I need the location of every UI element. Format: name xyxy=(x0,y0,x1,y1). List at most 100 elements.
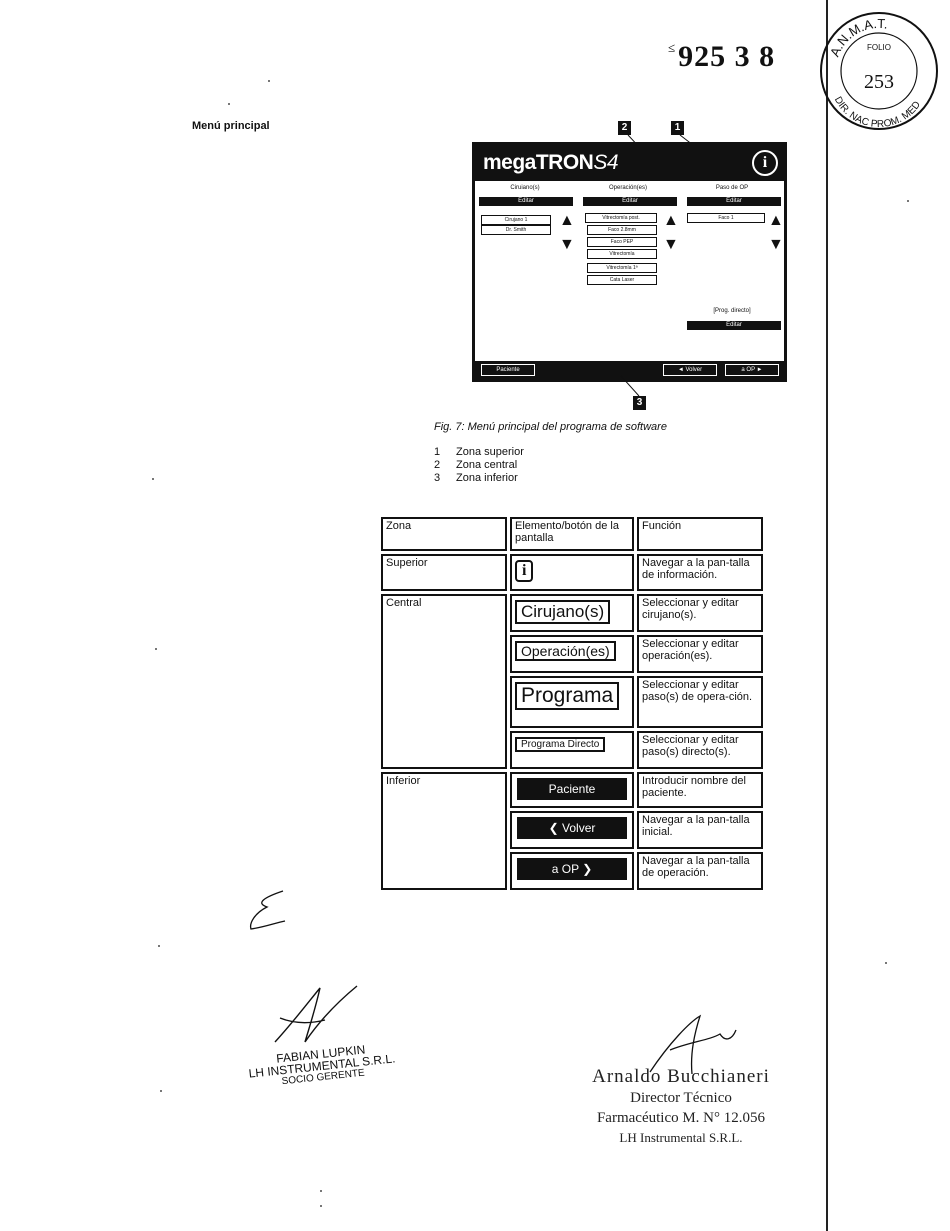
element-info-cell: i xyxy=(510,554,634,591)
back-button-sample: ❮ Volver xyxy=(517,817,627,839)
seal-folio-value: 253 xyxy=(864,71,894,93)
element-cell: ❮ Volver xyxy=(510,811,634,849)
table-row: a OP ❯ Navegar a la pan-talla de operaci… xyxy=(381,852,763,890)
scan-speck xyxy=(155,648,157,650)
callout-2: 2 xyxy=(618,121,631,135)
scan-speck xyxy=(152,478,154,480)
edit-surgeon-bar[interactable]: Editar xyxy=(479,197,573,206)
operation-item[interactable]: Faco PEP xyxy=(587,237,657,247)
svg-text:A.N.M.A.T.: A.N.M.A.T. xyxy=(827,16,889,59)
edit-step-bar[interactable]: Editar xyxy=(687,197,781,206)
screen-top-zone: megaTRONS4 i xyxy=(475,145,784,181)
column-header-step: Paso de OP xyxy=(715,185,749,191)
figure-caption: Fig. 7: Menú principal del programa de s… xyxy=(434,421,667,433)
program-button-sample: Programa xyxy=(515,682,620,710)
header-zone: Zona xyxy=(381,517,507,551)
table-row: Central Cirujano(s) Seleccionar y editar… xyxy=(381,594,763,769)
zone-superior: Superior xyxy=(381,554,507,591)
operation-item[interactable]: Vitrectomía post. xyxy=(585,213,657,223)
surgeon-item[interactable]: Cirujano 1 xyxy=(481,215,551,225)
function-cell: Introducir nombre del paciente. xyxy=(637,772,763,808)
signatory-license: Farmacéutico M. N° 12.056 xyxy=(596,1110,766,1126)
element-cell: Operación(es) xyxy=(510,635,634,673)
function-cell: Navegar a la pan-talla de operación. xyxy=(637,852,763,890)
seal-bottom-text: DIR. NAC PROM. MED xyxy=(832,95,923,130)
scroll-up-icon[interactable]: ▲ xyxy=(559,212,575,229)
signature-left-scribble xyxy=(274,985,358,1043)
table-row: ❮ Volver Navegar a la pan-talla inicial. xyxy=(381,811,763,849)
signatory-company: LH Instrumental S.R.L. xyxy=(619,1130,743,1145)
scroll-down-icon[interactable]: ▼ xyxy=(559,236,575,253)
operation-item[interactable]: Cata Laser xyxy=(587,275,657,285)
column-header-surgeon: Ciruiano(s) xyxy=(510,185,540,191)
operation-item[interactable]: Vitrectomía 1ª xyxy=(587,263,657,273)
callout-1: 1 xyxy=(671,121,684,135)
function-cell: Seleccionar y editar cirujano(s). xyxy=(637,594,763,632)
table-row: Programa Seleccionar y editar paso(s) de… xyxy=(381,676,763,728)
element-cell: a OP ❯ xyxy=(510,852,634,890)
patient-button[interactable]: Paciente xyxy=(481,364,535,376)
to-op-button[interactable]: a OP ► xyxy=(725,364,779,376)
header-function: Función xyxy=(637,517,763,551)
function-cell: Navegar a la pan-talla inicial. xyxy=(637,811,763,849)
scan-speck xyxy=(907,200,909,202)
signatory-title: Director Técnico xyxy=(630,1090,732,1106)
scan-speck xyxy=(320,1190,322,1192)
anmat-folio-seal: A.N.M.A.T. FOLIO 253 DIR. NAC PROM. MED xyxy=(820,12,938,130)
header-element: Elemento/botón de la pantalla xyxy=(510,517,634,551)
direct-program-header: [Prog. directo] xyxy=(713,308,751,314)
edit-direct-program-bar[interactable]: Editar xyxy=(687,321,781,330)
folio-number: ≤925 3 8 xyxy=(668,40,776,73)
svg-text:DIR. NAC PROM. MED: DIR. NAC PROM. MED xyxy=(832,95,923,130)
scan-speck xyxy=(885,962,887,964)
table-row: Operación(es) Seleccionar y editar opera… xyxy=(381,635,763,673)
seal-arc-text: A.N.M.A.T. xyxy=(827,16,889,59)
signature-left-block: FABIAN LUPKIN LH INSTRUMENTAL S.R.L. SOC… xyxy=(231,1039,414,1094)
software-screen-figure: megaTRONS4 i Ciruiano(s) Operación(es) P… xyxy=(472,142,787,382)
table-row: Programa Directo Seleccionar y editar pa… xyxy=(381,731,763,769)
function-cell: Seleccionar y editar paso(s) de opera-ci… xyxy=(637,676,763,728)
scroll-down-icon[interactable]: ▼ xyxy=(768,236,784,253)
scan-speck xyxy=(160,1090,162,1092)
operation-button-sample: Operación(es) xyxy=(515,641,616,661)
element-cell: Cirujano(s) xyxy=(510,594,634,632)
signature-right-block: Arnaldo Bucchianeri Director Técnico Far… xyxy=(565,1066,797,1148)
element-cell: Programa xyxy=(510,676,634,728)
surgeon-item[interactable]: Dr. Smith xyxy=(481,225,551,235)
callout-leader-line-3 xyxy=(620,375,640,397)
back-button[interactable]: ◄ Volver xyxy=(663,364,717,376)
scroll-up-icon[interactable]: ▲ xyxy=(663,212,679,229)
scan-speck xyxy=(158,945,160,947)
callout-3: 3 xyxy=(633,396,646,410)
folio-number-text: 925 3 8 xyxy=(678,40,776,73)
edit-operation-bar[interactable]: Editar xyxy=(583,197,677,206)
to-op-button-sample: a OP ❯ xyxy=(517,858,627,880)
table-row: Inferior Paciente Introducir nombre del … xyxy=(381,772,763,890)
handwritten-initial-mark xyxy=(249,890,286,930)
screen-bottom-zone: Paciente ◄ Volver a OP ► xyxy=(475,361,784,379)
function-cell: Seleccionar y editar operación(es). xyxy=(637,635,763,673)
step-item[interactable]: Faco 1 xyxy=(687,213,765,223)
operation-item[interactable]: Faco 2.8mm xyxy=(587,225,657,235)
scroll-up-icon[interactable]: ▲ xyxy=(768,212,784,229)
scan-speck xyxy=(228,103,230,105)
scroll-down-icon[interactable]: ▼ xyxy=(663,236,679,253)
direct-program-button-sample: Programa Directo xyxy=(515,737,606,752)
megatron-logo: megaTRONS4 xyxy=(483,151,619,174)
info-icon[interactable]: i xyxy=(752,150,778,176)
seal-folio-label: FOLIO xyxy=(867,43,891,52)
column-header-operation: Operación(es) xyxy=(608,185,647,191)
scan-speck xyxy=(320,1205,322,1207)
table-header-row: Zona Elemento/botón de la pantalla Funci… xyxy=(381,517,763,551)
operation-item[interactable]: Vitrectomía xyxy=(587,249,657,259)
signatory-name: Arnaldo Bucchianeri xyxy=(592,1066,770,1087)
signature-right-scribble xyxy=(649,1014,737,1075)
surgeon-button-sample: Cirujano(s) xyxy=(515,600,611,624)
zone-inferior: Inferior xyxy=(381,772,507,890)
info-icon: i xyxy=(515,560,534,582)
section-title: Menú principal xyxy=(192,120,270,132)
patient-button-sample: Paciente xyxy=(517,778,627,800)
